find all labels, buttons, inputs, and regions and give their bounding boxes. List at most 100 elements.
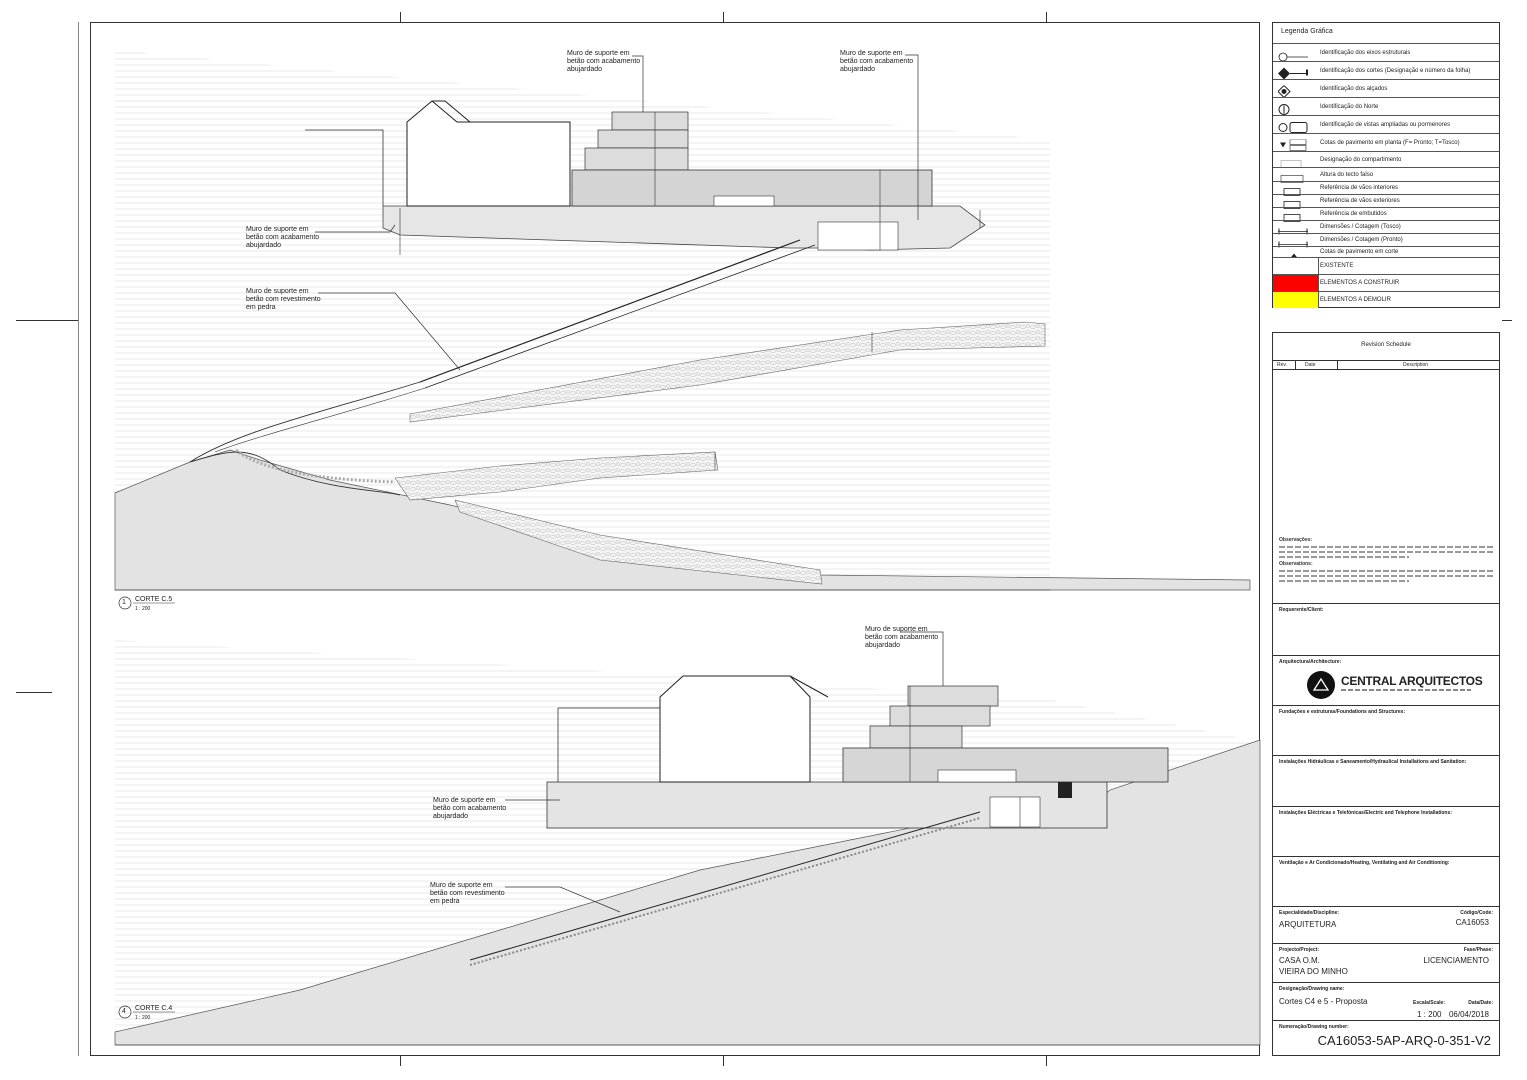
dimension-rough-icon	[1278, 223, 1308, 235]
title-block: Revision Schedule Rev. Date Description …	[1272, 332, 1500, 1056]
section-c5-drawing	[114, 50, 1251, 591]
legend-row: Identificação dos cortes (Designação e n…	[1273, 61, 1499, 79]
company-logo-icon	[1307, 671, 1335, 699]
rev-col: Rev.	[1277, 362, 1287, 368]
terrace	[907, 685, 999, 707]
foundations-section: Fundações e estruturas/Foundations and S…	[1273, 705, 1499, 755]
drawing-name-section: Designação/Drawing name: Cortes C4 e 5 -…	[1273, 982, 1499, 1020]
legend-swatch-row: ELEMENTOS A CONSTRUIR	[1273, 274, 1499, 291]
legend-swatch-row: ELEMENTOS A DEMOLIR	[1273, 291, 1499, 308]
description-col: Description	[1403, 362, 1429, 368]
frame-tick	[723, 1056, 724, 1066]
phase-value: LICENCIAMENTO	[1423, 956, 1489, 965]
drawing-number-section: Numeração/Drawing number: CA16053-5AP-AR…	[1273, 1020, 1499, 1057]
frame-tick	[16, 692, 52, 693]
annotation: Muro de suporte em betão com acabamento …	[865, 626, 939, 649]
stone-wall	[409, 321, 1046, 423]
annotation: Muro de suporte em betão com acabamento …	[567, 50, 641, 73]
swatch-demolir	[1273, 292, 1319, 308]
ramp	[469, 811, 981, 961]
observations: Observações: Observations:	[1279, 538, 1495, 585]
legend-row: Dimensões / Cotagem (Tosco)	[1273, 220, 1499, 235]
ceiling-height-icon	[1278, 170, 1308, 183]
legend-row: Identificação dos eixos estruturais	[1273, 43, 1499, 61]
hydraulic-section: Instalações Hidráulicas e Saneamento/Hyd…	[1273, 755, 1499, 806]
revision-title: Revision Schedule	[1361, 342, 1411, 348]
frame-tick	[723, 12, 724, 22]
stone-wall	[394, 451, 719, 501]
project-section: Projecto/Project: CASA O.M. VIEIRA DO MI…	[1273, 943, 1499, 982]
legend-row: Cotas de pavimento em planta (F= Pronto;…	[1273, 133, 1499, 151]
section-scale: 1 : 200	[135, 606, 151, 612]
section-title: CORTE C.4	[135, 1005, 173, 1012]
ramp	[419, 239, 801, 383]
architecture-section: Arquitectura/Architecture: CENTRAL ARQUI…	[1273, 655, 1499, 705]
section-c4-drawing	[114, 631, 1261, 1046]
section-title: CORTE C.5	[135, 596, 173, 603]
legend-row: Referência de vãos exteriores	[1273, 194, 1499, 209]
axis-id-icon	[1278, 48, 1308, 61]
frame-tick	[400, 1056, 401, 1066]
legend-panel: Legenda Gráfica Identificação dos eixos …	[1272, 22, 1500, 308]
legend-row: Identificação dos alçados	[1273, 79, 1499, 98]
legend-row: Altura do tecto falso	[1273, 167, 1499, 183]
electric-section: Instalações Eléctricas e Telefónicas/Ele…	[1273, 806, 1499, 856]
built-in-icon	[1278, 210, 1308, 222]
section-number: 1	[122, 599, 126, 606]
date-col: Date	[1305, 362, 1316, 368]
legend-swatch-row: EXISTENTE	[1273, 257, 1499, 274]
detail-view-icon	[1278, 120, 1308, 133]
legend-row: Identificação de vistas ampliadas ou por…	[1273, 115, 1499, 133]
swatch-construir	[1273, 275, 1319, 291]
frame-tick	[400, 12, 401, 22]
frame-tick	[16, 320, 78, 321]
frame-tick	[1046, 12, 1047, 22]
legend-row: Referência de vãos interiores	[1273, 181, 1499, 196]
discipline-section: Especialidade/Discipline: ARQUITETURA Có…	[1273, 906, 1499, 943]
elevation-id-icon	[1277, 84, 1308, 98]
drawing-number: CA16053-5AP-ARQ-0-351-V2	[1317, 1033, 1491, 1048]
frame-tick	[1046, 1056, 1047, 1066]
terrace	[611, 111, 689, 131]
terrace	[584, 147, 689, 171]
legend-row: Dimensões / Cotagem (Pronto)	[1273, 233, 1499, 248]
annotation: Muro de suporte em betão com acabamento …	[433, 797, 507, 820]
project-name: CASA O.M.	[1279, 956, 1320, 965]
scale-value: 1 : 200	[1417, 1010, 1442, 1019]
terrace	[889, 705, 991, 727]
interior-opening-icon	[1278, 184, 1308, 196]
legend-row: Cotas de pavimento em corte	[1273, 246, 1499, 259]
floor-level-plan-icon	[1278, 138, 1308, 151]
legend-row: Identificação do Norte	[1273, 97, 1499, 115]
drawing-frame	[90, 22, 1260, 1056]
terrace	[597, 129, 689, 149]
road-curve	[189, 381, 421, 496]
company-name: CENTRAL ARQUITECTOS	[1341, 674, 1483, 688]
annotation: Muro de suporte em betão com revestiment…	[246, 288, 321, 311]
revision-header: Rev. Date Description	[1273, 360, 1499, 370]
hvac-section: Ventilação e Ar Condicionado/Heating, Ve…	[1273, 856, 1499, 906]
frame-tick	[78, 22, 79, 1056]
annotation: Muro de suporte em betão com acabamento …	[840, 50, 914, 73]
house	[659, 675, 811, 783]
section-scale: 1 : 200	[135, 1015, 151, 1021]
client-section: Requerente/Client:	[1273, 603, 1499, 655]
code-value: CA16053	[1455, 918, 1489, 927]
legend-row: Referência de embutidos	[1273, 207, 1499, 222]
annotation: Muro de suporte em betão com revestiment…	[430, 882, 505, 905]
swatch-existente	[1273, 258, 1319, 274]
legend-row: Designação do compartimento	[1273, 151, 1499, 168]
exterior-opening-icon	[1278, 197, 1308, 209]
annotation: Muro de suporte em betão com acabamento …	[246, 226, 320, 249]
section-number-circle	[118, 596, 132, 610]
floor-level-section-icon	[1278, 248, 1308, 259]
room-name-icon	[1278, 155, 1308, 168]
date-value: 06/04/2018	[1448, 1010, 1489, 1019]
terrace	[869, 725, 963, 749]
drawing-name: Cortes C4 e 5 - Proposta	[1279, 997, 1368, 1006]
project-location: VIEIRA DO MINHO	[1279, 967, 1348, 976]
north-arrow-icon	[1278, 102, 1308, 115]
dimension-finish-icon	[1278, 236, 1308, 248]
frame-tick	[1502, 320, 1512, 321]
